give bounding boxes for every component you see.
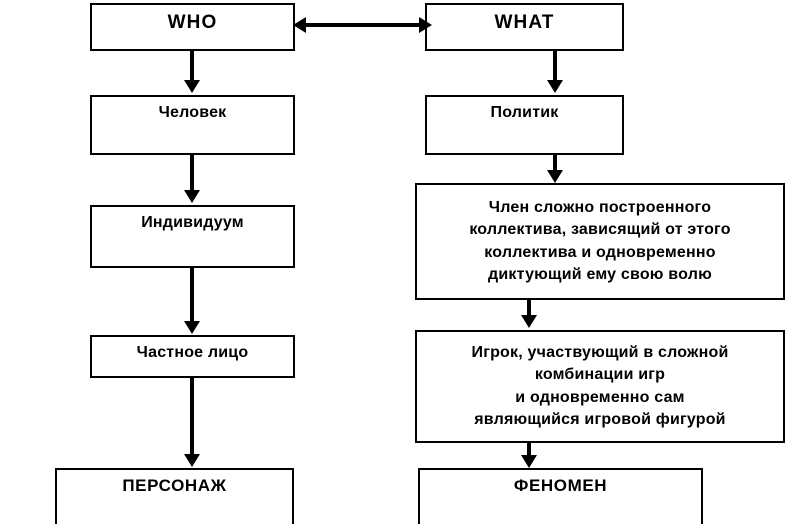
connector-igrok-fenomen-line [527,443,531,457]
connector-chastnoe-personazh-arrowhead [184,454,200,467]
node-politik-label: Политик [490,104,559,121]
connector-chlen-igrok-arrowhead [521,315,537,328]
node-who: WHO [90,3,295,51]
connector-individuum-chastnoe-line [190,268,194,323]
connector-who-chelovek-arrowhead [184,80,200,93]
node-individuum-label: Индивидуум [141,214,244,231]
connector-what-politik-line [553,51,557,82]
node-what: WHAT [425,3,624,51]
node-chastnoe-lico-label: Частное лицо [136,344,249,361]
node-personazh: ПЕРСОНАЖ [55,468,294,524]
connector-who-what-arrowhead-right [419,17,432,33]
node-personazh-label: ПЕРСОНАЖ [122,476,227,495]
node-politik: Политик [425,95,624,155]
connector-chelovek-individuum-arrowhead [184,190,200,203]
node-chastnoe-lico: Частное лицо [90,335,295,378]
node-igrok-label: Игрок, участвующий в сложной комбинации … [471,344,729,428]
node-individuum: Индивидуум [90,205,295,268]
node-chelovek-label: Человек [158,104,227,121]
node-chlen-kollektiva-label: Член сложно построенного коллектива, зав… [469,199,731,283]
node-chlen-kollektiva: Член сложно построенного коллектива, зав… [415,183,785,300]
connector-individuum-chastnoe-arrowhead [184,321,200,334]
connector-chelovek-individuum-line [190,155,194,192]
connector-politik-chlen-line [553,155,557,172]
connector-what-politik-arrowhead [547,80,563,93]
node-fenomen-label: ФЕНОМЕН [513,476,608,495]
connector-who-what-line [303,23,421,27]
node-chelovek: Человек [90,95,295,155]
node-igrok: Игрок, участвующий в сложной комбинации … [415,330,785,443]
connector-chastnoe-personazh-line [190,378,194,456]
connector-igrok-fenomen-arrowhead [521,455,537,468]
node-fenomen: ФЕНОМЕН [418,468,703,524]
node-who-label: WHO [167,12,218,33]
connector-chlen-igrok-line [527,300,531,317]
connector-politik-chlen-arrowhead [547,170,563,183]
node-what-label: WHAT [494,12,555,33]
connector-who-what-arrowhead-left [293,17,306,33]
connector-who-chelovek-line [190,51,194,82]
